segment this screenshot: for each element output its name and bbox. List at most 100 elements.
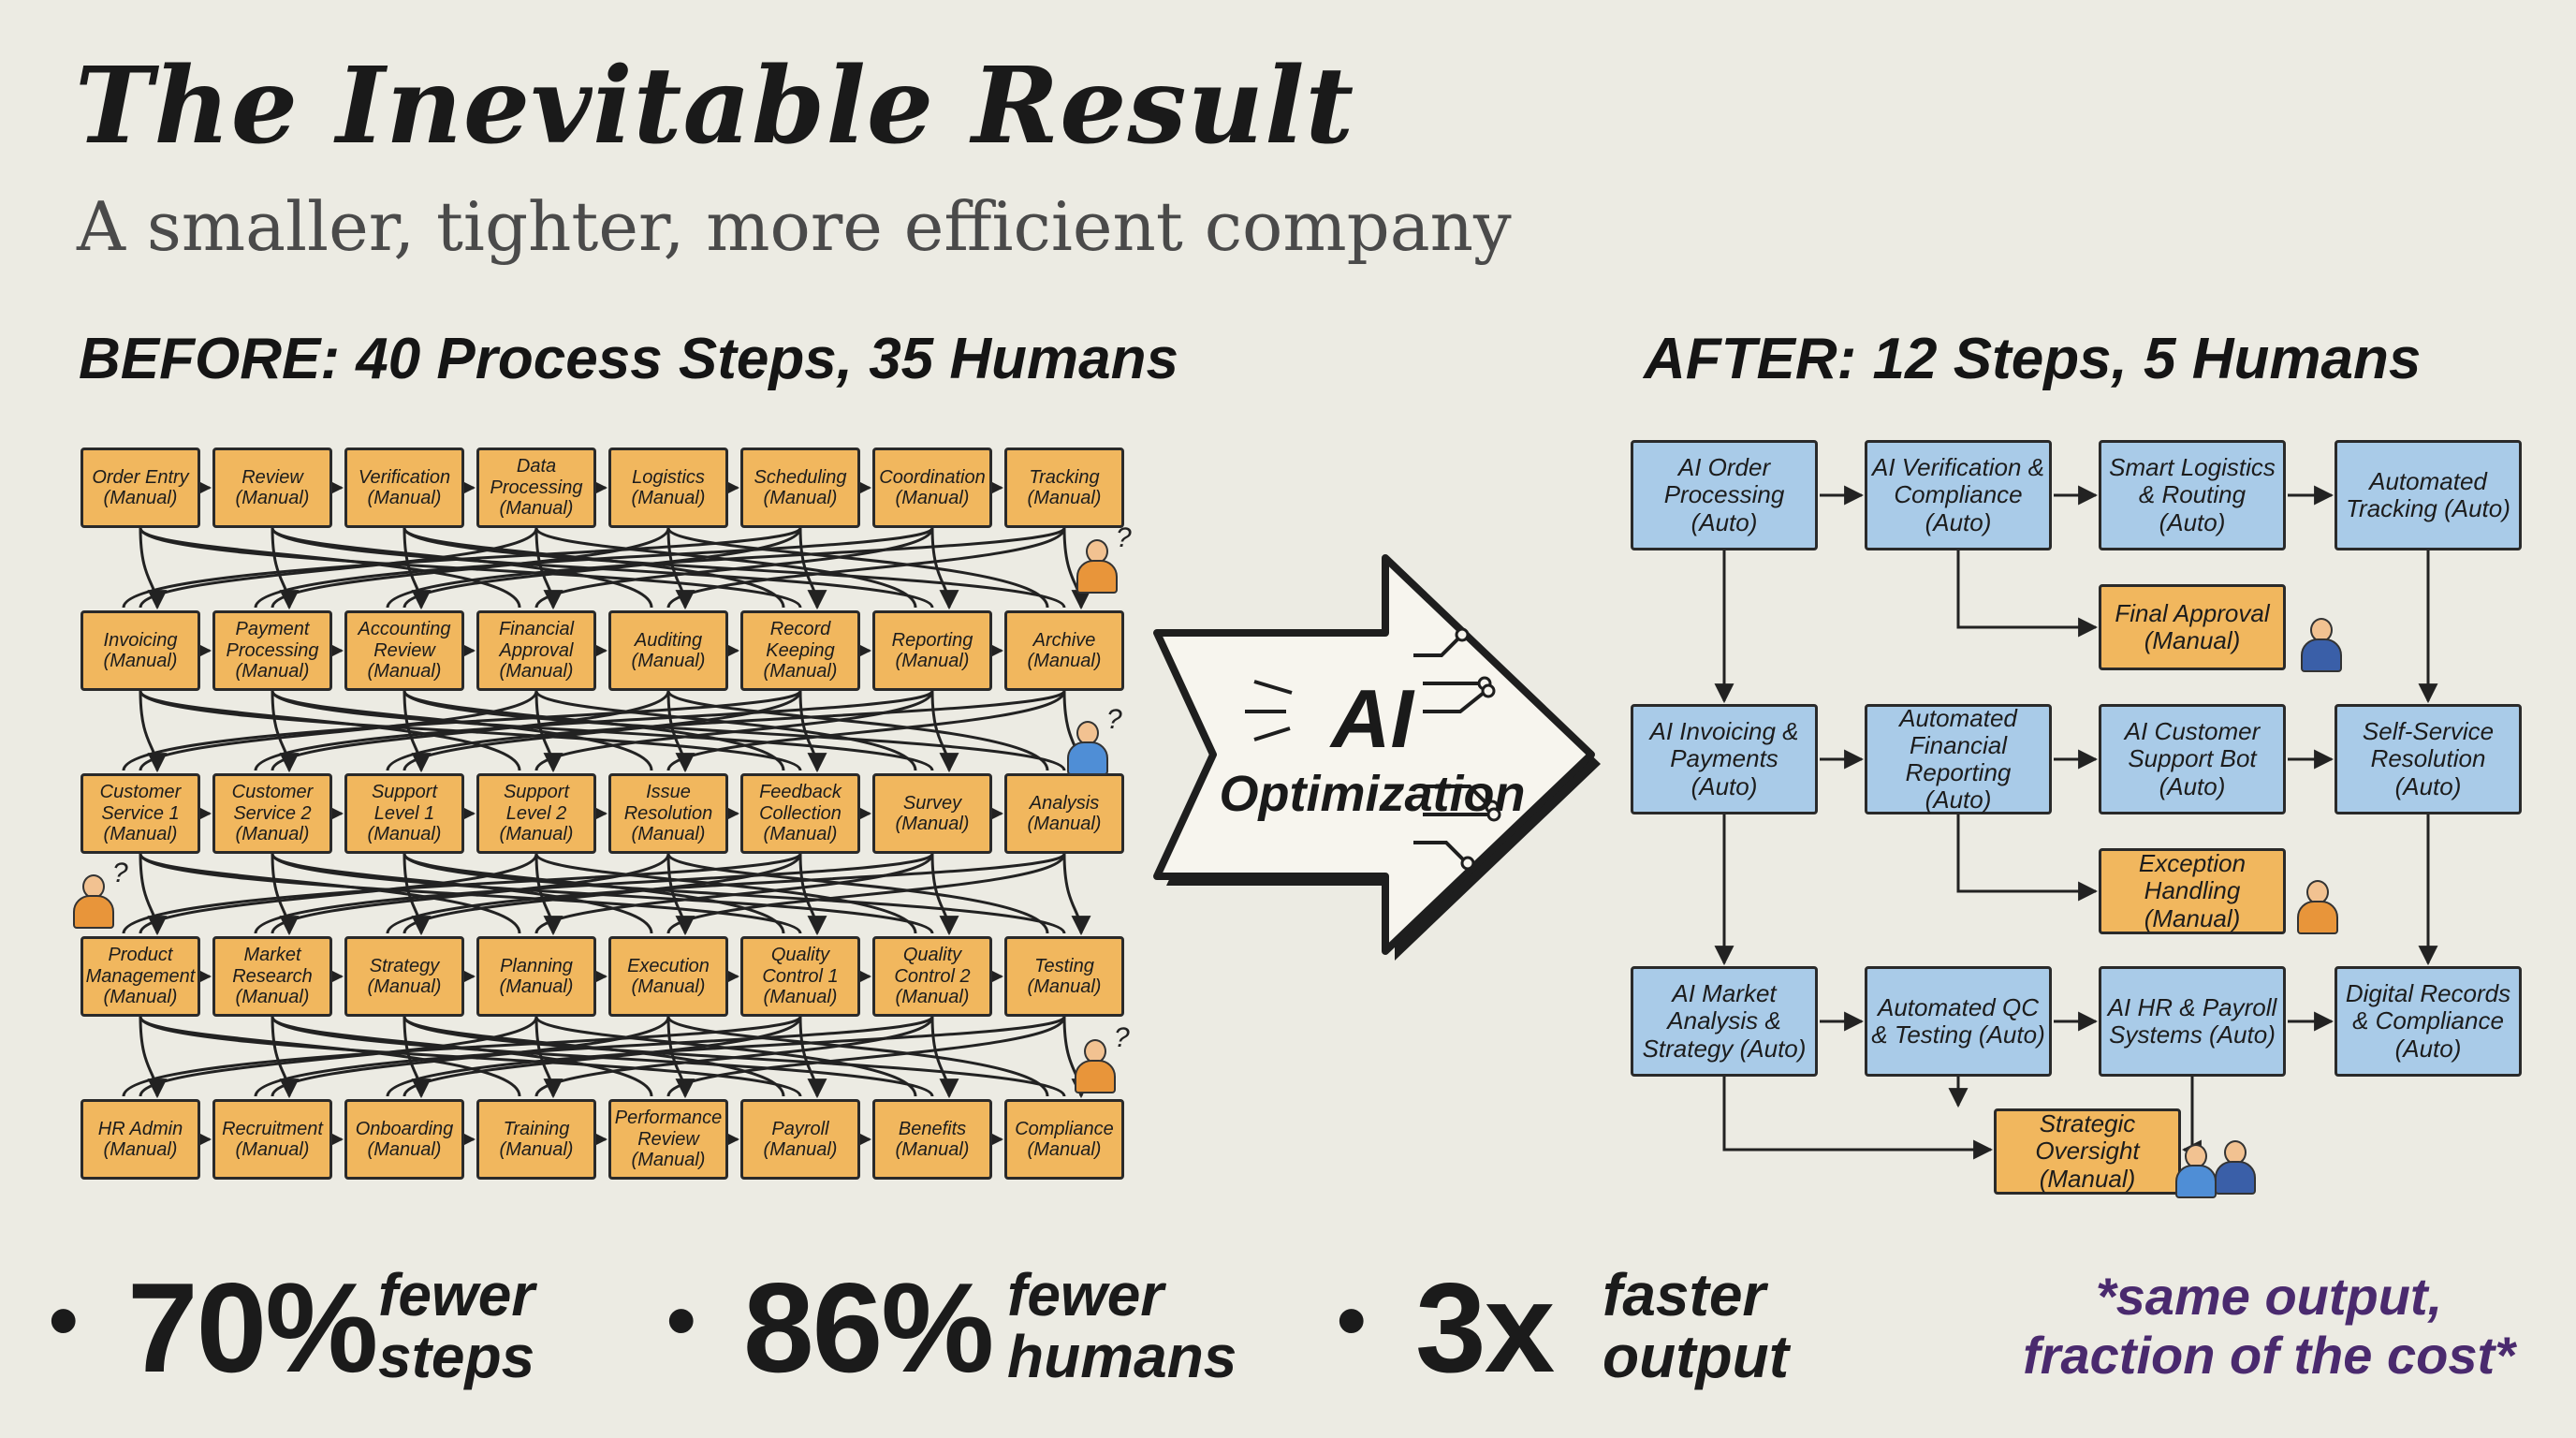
connector-line: [666, 1016, 1066, 1097]
connector-line: [386, 852, 1066, 934]
before-step-recruitment-manual: Recruitment (Manual): [212, 1099, 332, 1180]
connector-line: [930, 527, 959, 610]
connector-line: [386, 689, 1066, 771]
person-icon: ?: [1073, 1022, 1130, 1093]
page-title: The Inevitable Result: [75, 45, 1355, 168]
connector-line: [139, 527, 538, 609]
before-step-tracking-manual: Tracking (Manual): [1004, 448, 1124, 528]
connector-line: [1062, 853, 1091, 936]
before-step-product-management-manual: Product Management (Manual): [80, 936, 200, 1017]
stat-steps-line1: fewer: [378, 1261, 535, 1328]
before-step-scheduling-manual: Scheduling (Manual): [740, 448, 860, 528]
connector-line: [139, 853, 538, 934]
before-step-strategy-manual: Strategy (Manual): [344, 936, 464, 1017]
connector-line: [930, 690, 959, 773]
connector-line: [534, 527, 564, 610]
connector-line: [271, 690, 300, 773]
person-icon: ?: [71, 858, 128, 929]
before-step-training-manual: Training (Manual): [476, 1099, 596, 1180]
before-step-survey-manual: Survey (Manual): [872, 773, 992, 854]
connector-line: [1956, 550, 2099, 638]
before-step-support-level-2-manual: Support Level 2 (Manual): [476, 773, 596, 854]
person-icon: ?: [1065, 704, 1122, 775]
before-step-planning-manual: Planning (Manual): [476, 936, 596, 1017]
connector-line: [271, 690, 670, 771]
before-step-customer-service-1-manual: Customer Service 1 (Manual): [80, 773, 200, 854]
before-step-payroll-manual: Payroll (Manual): [740, 1099, 860, 1180]
before-step-payment-processing-manual: Payment Processing (Manual): [212, 610, 332, 691]
stat-steps-value: 70%: [127, 1256, 378, 1399]
connector-line: [666, 853, 695, 936]
connector-line: [534, 527, 934, 609]
before-step-invoicing-manual: Invoicing (Manual): [80, 610, 200, 691]
before-heading: BEFORE: 40 Process Steps, 35 Humans: [79, 327, 1179, 391]
connector-line: [930, 853, 959, 936]
connector-line: [139, 1016, 168, 1099]
connector-line: [122, 1015, 802, 1097]
stat-humans-line2: humans: [1007, 1323, 1237, 1390]
before-step-benefits-manual: Benefits (Manual): [872, 1099, 992, 1180]
stat-steps-line2: steps: [378, 1323, 535, 1390]
connector-line: [534, 690, 934, 771]
stat-speed-line1: faster: [1603, 1261, 1766, 1328]
stat-speed-line2: output: [1603, 1323, 1789, 1390]
connector-line: [402, 1016, 432, 1099]
after-heading: AFTER: 12 Steps, 5 Humans: [1644, 327, 2422, 391]
connector-line: [254, 526, 934, 609]
person-icon: [2299, 618, 2342, 672]
connector-line: [254, 1015, 934, 1097]
connector-line: [666, 853, 1066, 934]
connector-line: [122, 852, 802, 934]
connector-line: [534, 853, 564, 936]
arrow-line2: Optimization: [1220, 766, 1526, 822]
before-step-order-entry-manual: Order Entry (Manual): [80, 448, 200, 528]
stat-humans-line1: fewer: [1007, 1261, 1164, 1328]
after-step-ai-verification-compliance-auto: AI Verification & Compliance (Auto): [1865, 440, 2052, 550]
after-step-ai-hr-payroll-systems-auto: AI HR & Payroll Systems (Auto): [2099, 966, 2286, 1077]
circuit-lines-icon: [1245, 635, 1490, 863]
before-step-reporting-manual: Reporting (Manual): [872, 610, 992, 691]
connector-line: [1956, 814, 2099, 902]
connector-line: [139, 527, 168, 610]
bullet-icon: •: [666, 1274, 696, 1368]
before-step-customer-service-2-manual: Customer Service 2 (Manual): [212, 773, 332, 854]
stat-humans-value: 86%: [743, 1256, 994, 1399]
connector-line: [402, 1016, 802, 1097]
connector-line: [271, 527, 670, 609]
after-step-ai-order-processing-auto: AI Order Processing (Auto): [1631, 440, 1818, 550]
before-step-auditing-manual: Auditing (Manual): [608, 610, 728, 691]
connector-line: [930, 1016, 959, 1099]
connector-line: [666, 853, 1049, 934]
after-step-digital-records-compliance-auto: Digital Records & Compliance (Auto): [2334, 966, 2522, 1077]
before-step-execution-manual: Execution (Manual): [608, 936, 728, 1017]
connector-line: [534, 690, 564, 773]
connector-line: [666, 527, 1066, 609]
after-step-ai-market-analysis-strategy-auto: AI Market Analysis & Strategy (Auto): [1631, 966, 1818, 1077]
connector-line: [798, 690, 827, 773]
connector-line: [139, 690, 168, 773]
before-step-record-keeping-manual: Record Keeping (Manual): [740, 610, 860, 691]
connector-line: [798, 853, 827, 936]
connector-line: [254, 689, 934, 771]
after-step-smart-logistics-routing-auto: Smart Logistics & Routing (Auto): [2099, 440, 2286, 550]
connector-line: [139, 853, 168, 936]
connector-line: [254, 852, 934, 934]
after-step-ai-customer-support-bot-auto: AI Customer Support Bot (Auto): [2099, 704, 2286, 814]
before-step-analysis-manual: Analysis (Manual): [1004, 773, 1124, 854]
connector-line: [534, 853, 934, 934]
connector-line: [534, 1016, 934, 1097]
before-step-review-manual: Review (Manual): [212, 448, 332, 528]
before-step-compliance-manual: Compliance (Manual): [1004, 1099, 1124, 1180]
connector-line: [402, 690, 802, 771]
after-step-final-approval-manual: Final Approval (Manual): [2099, 584, 2286, 670]
before-step-archive-manual: Archive (Manual): [1004, 610, 1124, 691]
connector-line: [271, 1016, 670, 1097]
person-icon: ?: [1075, 522, 1132, 594]
connector-line: [386, 1015, 1066, 1097]
connector-line: [666, 1016, 1049, 1097]
connector-line: [271, 853, 670, 934]
after-step-strategic-oversight-manual: Strategic Oversight (Manual): [1994, 1108, 2181, 1195]
connector-line: [666, 690, 1049, 771]
after-step-automated-qc-testing-auto: Automated QC & Testing (Auto): [1865, 966, 2052, 1077]
